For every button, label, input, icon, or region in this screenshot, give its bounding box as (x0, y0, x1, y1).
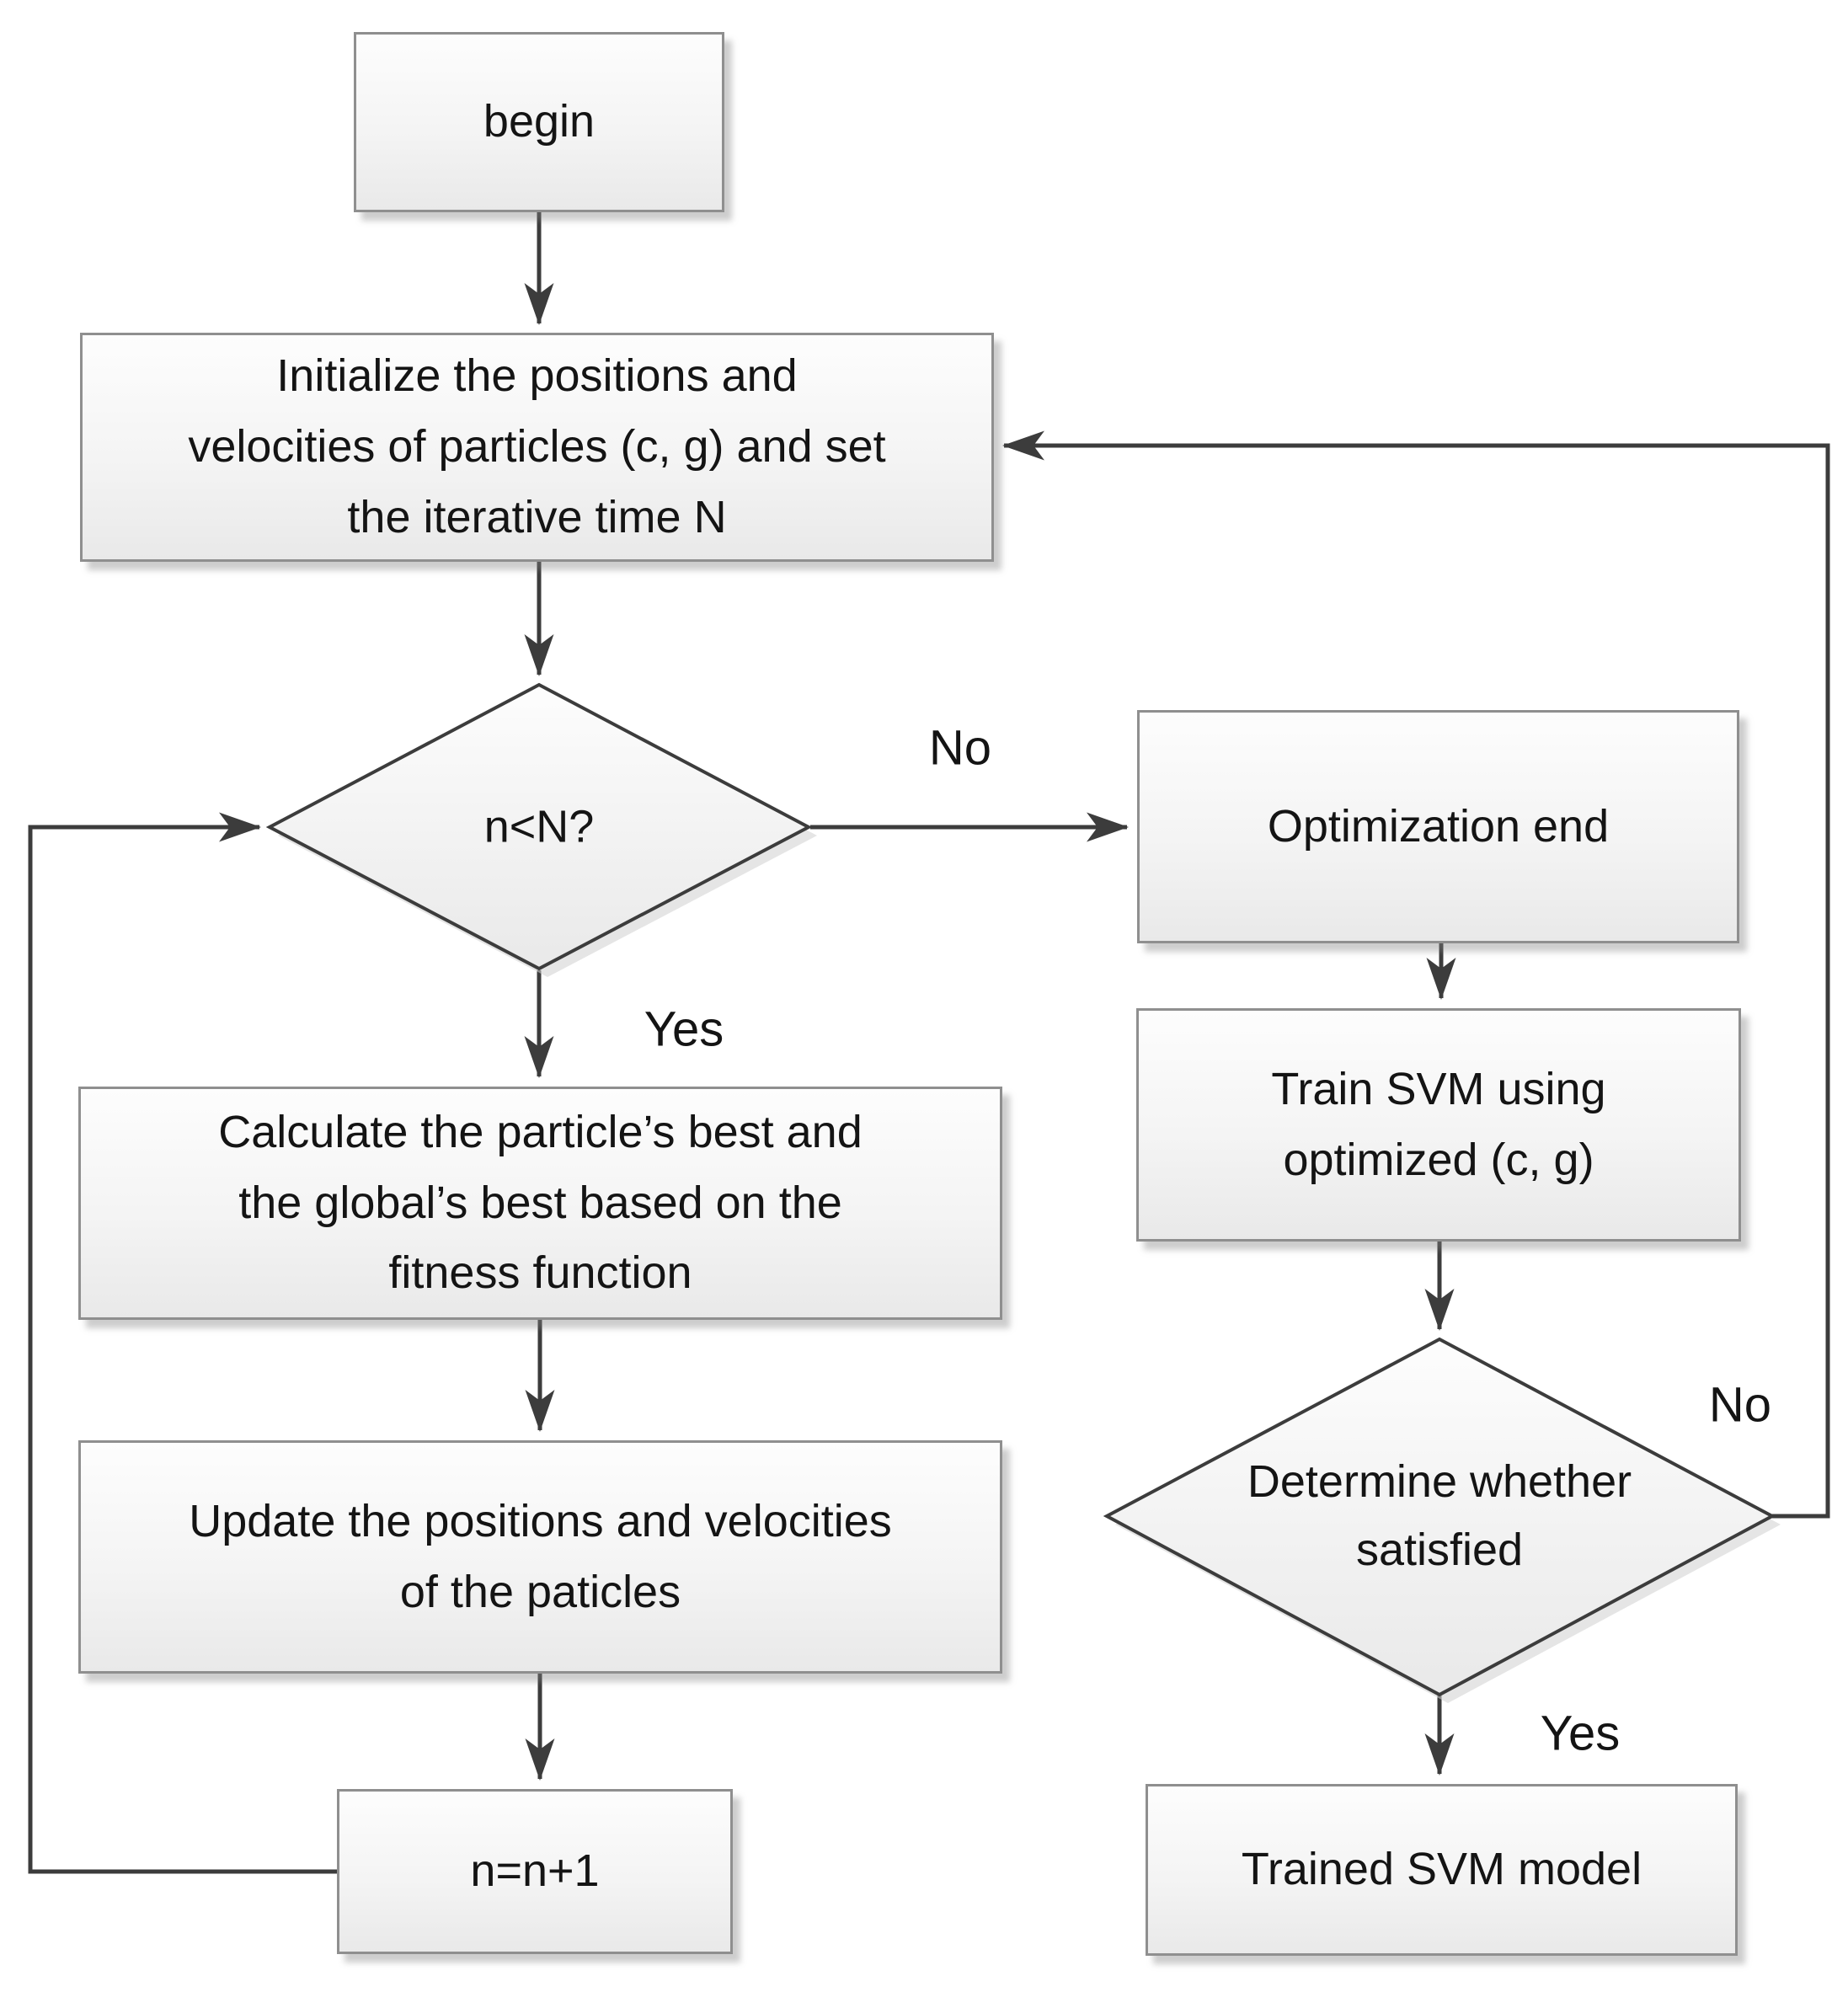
node-begin: begin (354, 32, 724, 212)
cond-iter-diamond (265, 682, 813, 971)
cond-satisfied-diamond (1103, 1337, 1776, 1697)
node-train-svm: Train SVM using optimized (c, g) (1136, 1008, 1741, 1242)
edge-label-iter-no: No (928, 720, 992, 776)
node-trained-svm-model-label: Trained SVM model (1241, 1844, 1642, 1895)
node-optimization-end-label: Optimization end (1267, 800, 1610, 852)
node-update-particles-label: Update the positions and velocities of t… (189, 1495, 892, 1617)
cond-satisfied-label: Determine whether satisfied (1247, 1456, 1632, 1575)
node-increment-label: n=n+1 (470, 1845, 600, 1897)
edge-increment-loop-cond-iter (28, 812, 337, 1874)
node-calculate-best-label: Calculate the particle’s best and the gl… (218, 1106, 863, 1299)
node-initialize-label: Initialize the positions and velocities … (188, 350, 886, 542)
node-trained-svm-model: Trained SVM model (1146, 1784, 1738, 1956)
node-begin-label: begin (483, 96, 596, 147)
node-optimization-end: Optimization end (1137, 710, 1739, 943)
node-update-particles: Update the positions and velocities of t… (78, 1440, 1002, 1674)
node-calculate-best: Calculate the particle’s best and the gl… (78, 1087, 1002, 1320)
cond-iter-label: n<N? (483, 801, 595, 852)
edge-label-iter-yes: Yes (644, 1001, 724, 1057)
node-increment: n=n+1 (337, 1789, 733, 1954)
edge-cond-satisfied-no-init (1002, 430, 1830, 1519)
edge-label-satisfied-no: No (1708, 1377, 1772, 1433)
edge-label-satisfied-yes: Yes (1540, 1706, 1621, 1761)
node-train-svm-label: Train SVM using optimized (c, g) (1271, 1063, 1606, 1185)
node-initialize: Initialize the positions and velocities … (80, 333, 994, 562)
